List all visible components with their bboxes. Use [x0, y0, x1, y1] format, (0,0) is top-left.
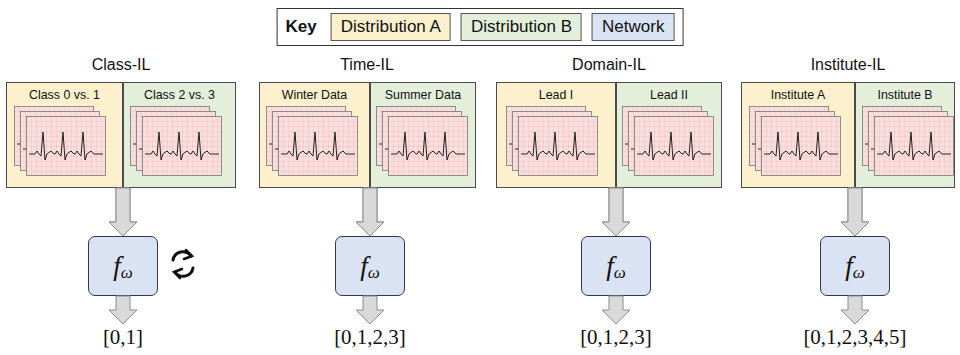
function-symbol: f	[360, 251, 368, 282]
block-arrow	[109, 188, 137, 236]
legend-text: Distribution A	[341, 17, 441, 36]
output-classes: [0,1,2,3]	[580, 325, 652, 350]
output-classes: [0,1,2,3]	[334, 325, 406, 350]
output-classes: [0,1,2,3,4,5]	[803, 325, 906, 350]
function-symbol: f	[113, 251, 121, 282]
network-box: fω	[335, 236, 405, 296]
legend-box: Key Distribution A Distribution B Network	[277, 8, 684, 46]
panel-title: Lead II	[617, 88, 721, 102]
network-box: fω	[581, 236, 651, 296]
panel-title: Institute B	[856, 88, 954, 102]
legend-swatch: Distribution A	[331, 13, 451, 41]
block-arrow	[841, 188, 869, 236]
output-classes: [0,1]	[103, 325, 143, 350]
refresh-icon	[173, 250, 193, 278]
column-title: Time-IL	[340, 56, 394, 74]
network-box: fω	[88, 236, 158, 296]
function-subscript: ω	[368, 263, 380, 283]
block-arrow	[602, 188, 630, 236]
legend-swatch: Distribution B	[461, 13, 582, 41]
panel-title: Summer Data	[371, 88, 475, 102]
panel-title: Class 2 vs. 3	[124, 88, 235, 102]
legend-heading: Key	[286, 17, 317, 37]
function-symbol: f	[606, 251, 614, 282]
function-symbol: f	[845, 251, 853, 282]
legend-swatch: Network	[592, 13, 674, 41]
block-arrow	[841, 188, 869, 236]
legend-text: Distribution B	[471, 17, 572, 36]
column-title: Class-IL	[92, 56, 151, 74]
block-arrow	[602, 188, 630, 236]
column-title: Institute-IL	[811, 56, 886, 74]
panel-title: Institute A	[742, 88, 854, 102]
output-arrows	[109, 296, 869, 324]
panel-title: Winter Data	[260, 88, 369, 102]
function-subscript: ω	[614, 263, 626, 283]
block-arrow	[356, 188, 384, 236]
panel-title: Class 0 vs. 1	[7, 88, 122, 102]
panel-title: Lead I	[497, 88, 615, 102]
ecg-cards	[15, 107, 954, 176]
function-subscript: ω	[121, 263, 133, 283]
network-box: fω	[820, 236, 890, 296]
function-subscript: ω	[853, 263, 865, 283]
block-arrow	[109, 188, 137, 236]
column-title: Domain-IL	[572, 56, 646, 74]
block-arrow	[356, 188, 384, 236]
legend-text: Network	[602, 17, 664, 36]
